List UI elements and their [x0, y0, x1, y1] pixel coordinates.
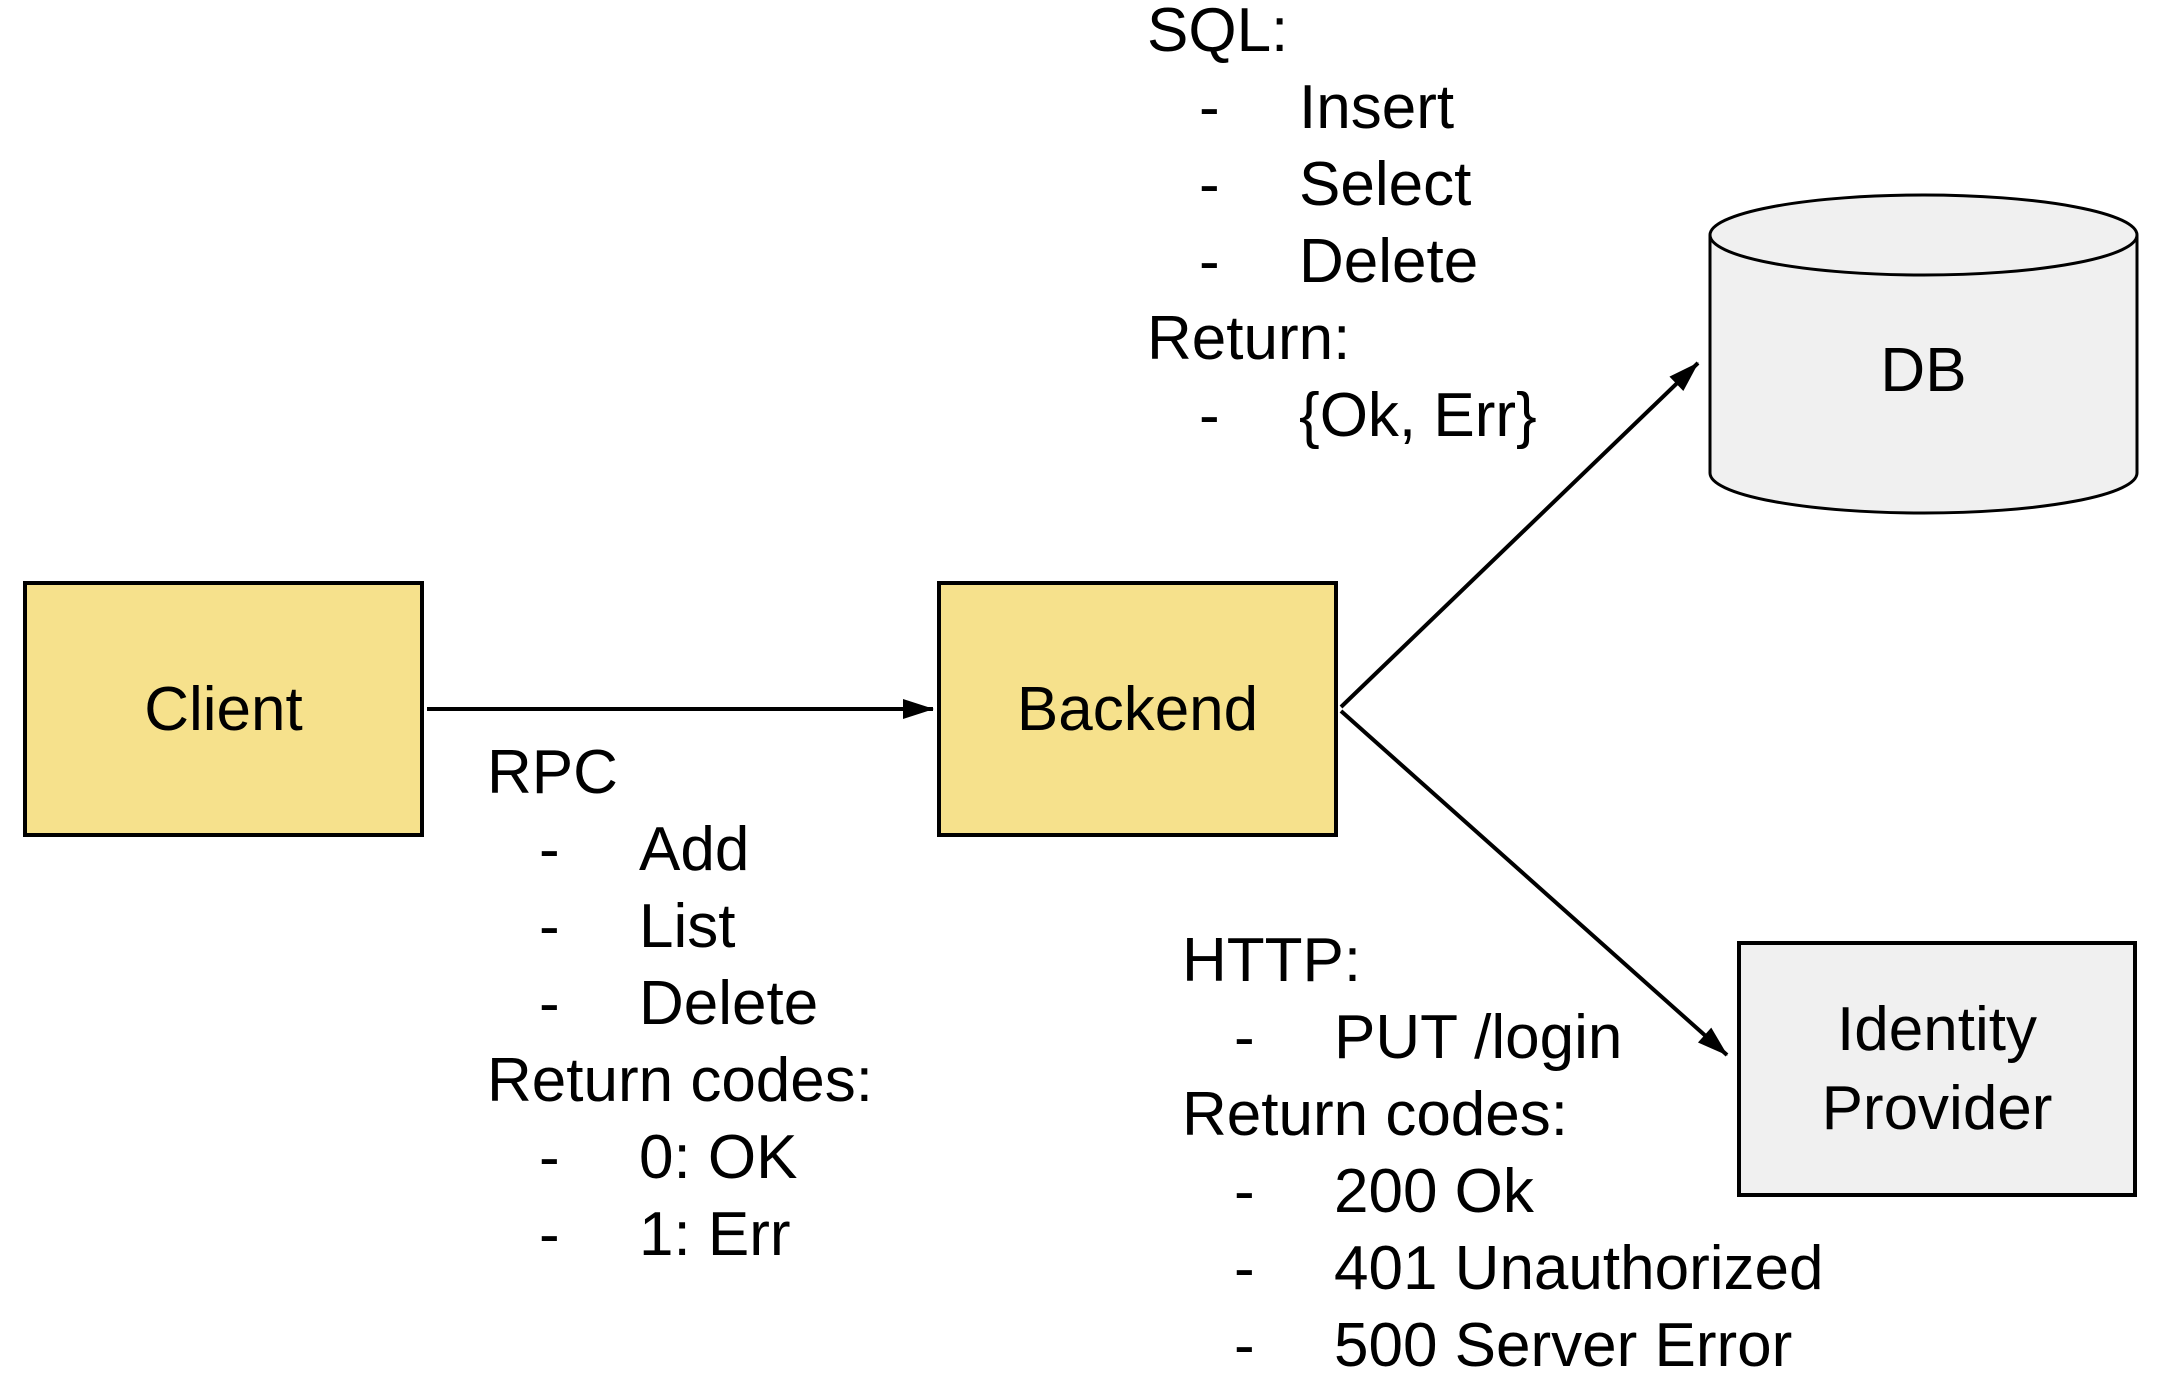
bullet-dash: - — [539, 815, 560, 884]
bullet-dash: - — [1199, 150, 1220, 219]
note-http-return-item: -200 Ok — [1182, 1153, 1823, 1230]
note-rpc-item: -Add — [487, 811, 873, 888]
bullet-dash: - — [1199, 73, 1220, 142]
note-rpc-return-item: -1: Err — [487, 1196, 873, 1273]
note-http-return-item: -401 Unauthorized — [1182, 1230, 1823, 1307]
bullet-dash: - — [1199, 381, 1220, 450]
note-http: HTTP: -PUT /login Return codes: -200 Ok … — [1182, 922, 1823, 1384]
note-rpc: RPC -Add -List -Delete Return codes: -0:… — [487, 734, 873, 1273]
note-sql-item: -Select — [1147, 146, 1537, 223]
arrow-backend-to-db — [1339, 361, 1700, 709]
node-backend: Backend — [937, 581, 1338, 837]
bullet-dash: - — [539, 1200, 560, 1269]
db-cylinder — [1708, 193, 2139, 515]
note-sql: SQL: -Insert -Select -Delete Return: -{O… — [1147, 0, 1537, 454]
note-sql-item: -Delete — [1147, 223, 1537, 300]
note-rpc-item: -Delete — [487, 965, 873, 1042]
bullet-dash: - — [539, 892, 560, 961]
note-http-item: -PUT /login — [1182, 999, 1823, 1076]
bullet-dash: - — [1234, 1234, 1255, 1303]
node-identity-provider-label: Identity Provider — [1821, 995, 2053, 1143]
db-cylinder-body — [1708, 235, 2139, 515]
bullet-dash: - — [1199, 227, 1220, 296]
note-rpc-title: RPC — [487, 738, 618, 807]
node-db-label: DB — [1880, 335, 1967, 405]
note-rpc-item: -List — [487, 888, 873, 965]
note-rpc-return-title: Return codes: — [487, 1046, 873, 1115]
bullet-dash: - — [539, 1123, 560, 1192]
note-sql-return-title: Return: — [1147, 304, 1351, 373]
node-client: Client — [23, 581, 424, 837]
arrow-backend-to-identity-provider — [1339, 709, 1729, 1057]
note-http-return-item: -500 Server Error — [1182, 1307, 1823, 1384]
node-identity-provider: Identity Provider — [1737, 941, 2137, 1197]
note-sql-return-item: -{Ok, Err} — [1147, 377, 1537, 454]
note-sql-item: -Insert — [1147, 69, 1537, 146]
node-client-label: Client — [144, 674, 303, 744]
bullet-dash: - — [539, 969, 560, 1038]
note-http-return-title: Return codes: — [1182, 1080, 1568, 1149]
bullet-dash: - — [1234, 1003, 1255, 1072]
note-rpc-return-item: -0: OK — [487, 1119, 873, 1196]
note-sql-title: SQL: — [1147, 0, 1289, 65]
bullet-dash: - — [1234, 1311, 1255, 1380]
bullet-dash: - — [1234, 1157, 1255, 1226]
db-cylinder-top — [1708, 193, 2139, 277]
node-backend-label: Backend — [1016, 674, 1259, 744]
note-http-title: HTTP: — [1182, 926, 1362, 995]
